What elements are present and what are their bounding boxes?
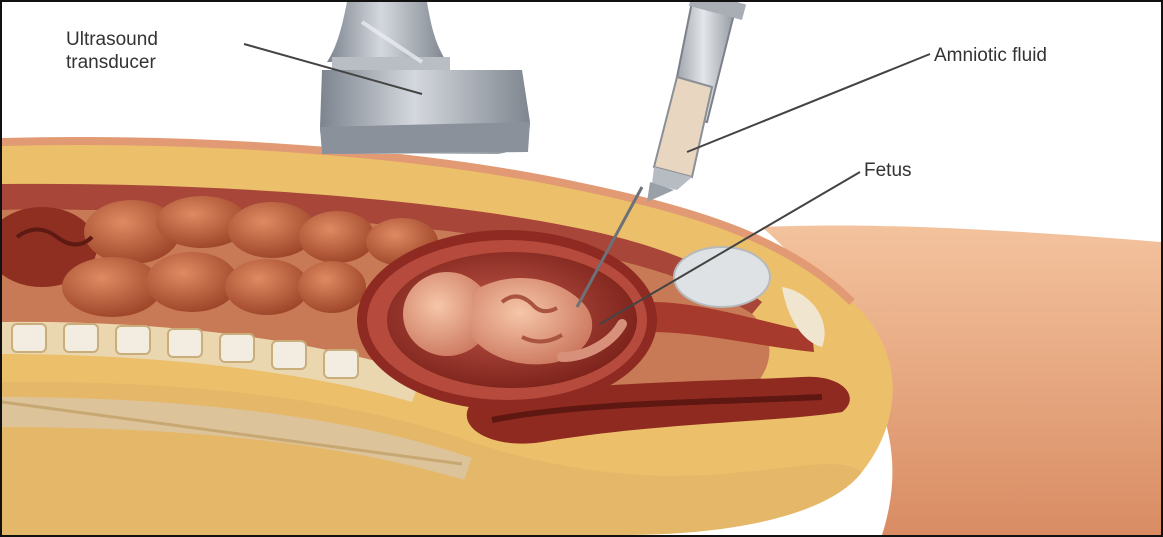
label-amniotic-fluid: Amniotic fluid xyxy=(934,45,1047,66)
bladder xyxy=(674,247,770,307)
ultrasound-transducer xyxy=(320,2,530,154)
leader-amniotic xyxy=(687,54,930,152)
label-fetus: Fetus xyxy=(864,160,912,181)
label-transducer: transducer xyxy=(66,52,156,73)
label-ultrasound: Ultrasound xyxy=(66,29,158,50)
